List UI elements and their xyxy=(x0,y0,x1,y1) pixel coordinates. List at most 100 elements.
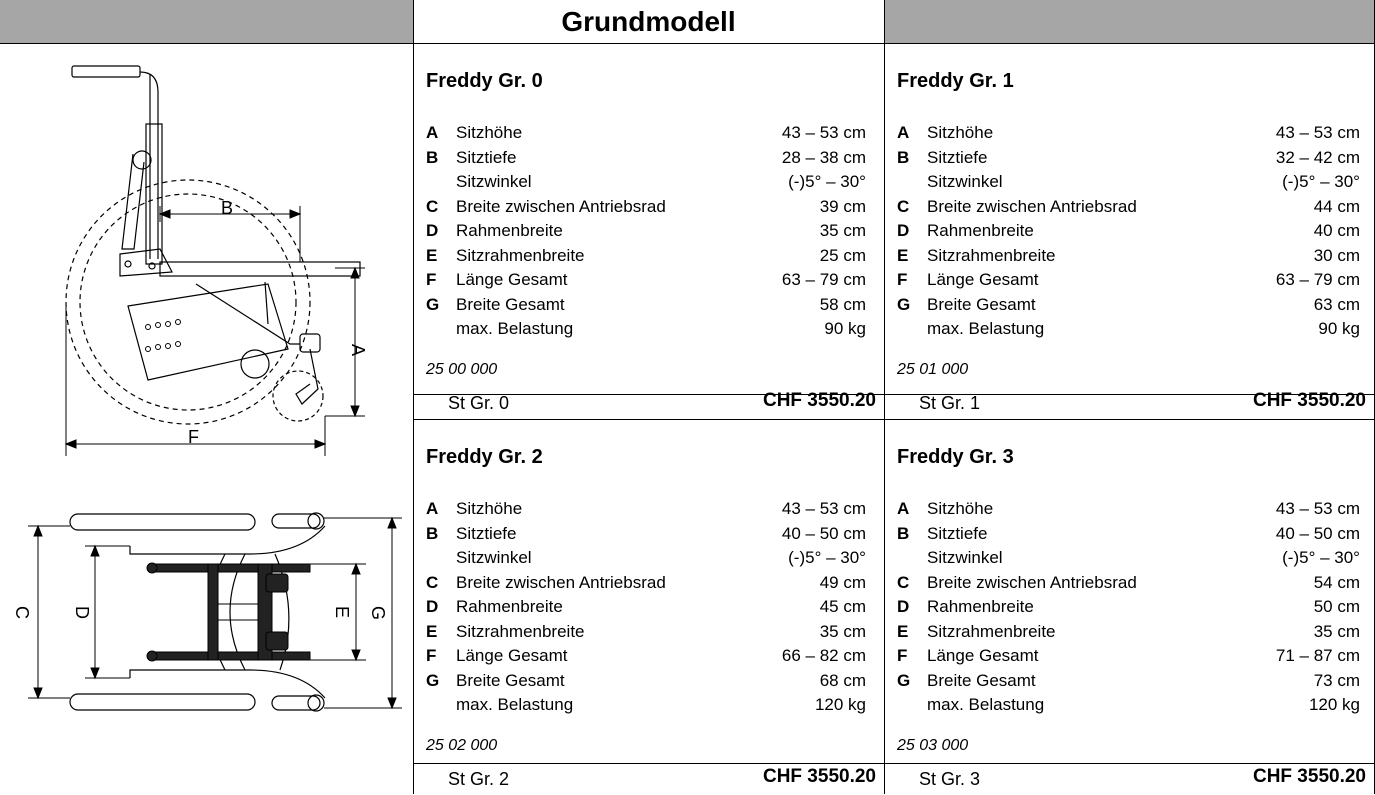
spec-label: Sitzrahmenbreite xyxy=(927,621,1056,641)
spec-letter: B xyxy=(426,523,439,543)
spec-letter: C xyxy=(897,572,910,592)
model-name: Freddy Gr. 0 xyxy=(426,70,543,92)
spec-label: Sitzwinkel xyxy=(456,548,532,567)
spec-row: Sitzwinkel(-)5° – 30° xyxy=(897,170,1360,195)
spec-label: Sitztiefe xyxy=(927,147,988,167)
spec-label: Breite Gesamt xyxy=(927,670,1036,690)
spec-value: 90 kg xyxy=(824,319,866,338)
spec-row: A Sitzhöhe 43 – 53 cm xyxy=(426,121,866,146)
model-code: St Gr. 1 xyxy=(919,393,981,413)
spec-value: 54 cm xyxy=(1313,572,1360,592)
spec-value: (-)5° – 30° xyxy=(788,548,866,567)
spec-letter: A xyxy=(897,123,910,142)
frame-plate xyxy=(127,283,289,381)
price-row: St Gr. 1 CHF 3550.20 xyxy=(885,387,1374,419)
spec-value: 73 cm xyxy=(1313,670,1360,690)
spec-letter: D xyxy=(426,221,439,240)
spec-label: Sitzwinkel xyxy=(927,548,1003,567)
drive-wheel-bottom xyxy=(69,693,256,711)
article-number: 25 01 000 xyxy=(897,361,969,378)
spec-letter: C xyxy=(426,196,439,216)
spec-label: Sitzrahmenbreite xyxy=(456,621,585,641)
price: CHF 3550.20 xyxy=(762,390,876,411)
spec-value: 28 – 38 cm xyxy=(781,147,866,167)
spec-label: Breite zwischen Antriebsrad xyxy=(456,572,666,592)
grid-line-row-1-price xyxy=(413,394,1375,395)
dim-label-f: F xyxy=(188,427,199,447)
dim-label-a: A xyxy=(348,344,368,356)
spec-letter: A xyxy=(426,123,439,142)
spec-label: Länge Gesamt xyxy=(927,270,1039,289)
spec-letter: G xyxy=(897,294,911,314)
spec-row: B Sitztiefe 32 – 42 cm xyxy=(897,146,1360,171)
model-code: St Gr. 2 xyxy=(448,769,510,789)
spec-label: Sitzwinkel xyxy=(456,172,532,191)
spec-letter: E xyxy=(897,245,909,265)
spec-label: Sitzhöhe xyxy=(456,499,523,518)
spec-letter: D xyxy=(426,597,439,616)
spec-value: 32 – 42 cm xyxy=(1275,147,1360,167)
model-name: Freddy Gr. 2 xyxy=(426,446,543,468)
header-gray-left xyxy=(0,0,413,43)
dim-label-g: G xyxy=(368,606,388,620)
spec-label: Länge Gesamt xyxy=(927,646,1039,665)
spec-value: 35 cm xyxy=(819,621,866,641)
drive-wheel xyxy=(65,179,311,425)
spec-letter: F xyxy=(897,646,908,665)
article-number: 25 00 000 xyxy=(426,361,498,378)
price: CHF 3550.20 xyxy=(1252,766,1366,787)
spec-row: C Breite zwischen Antriebsrad 54 cm xyxy=(897,571,1360,596)
spec-label: Rahmenbreite xyxy=(456,221,563,240)
spec-letter: E xyxy=(897,621,909,641)
spec-letter: B xyxy=(897,147,910,167)
spec-value: 90 kg xyxy=(1318,319,1360,338)
spec-letter: A xyxy=(426,499,439,518)
model-name: Freddy Gr. 1 xyxy=(897,70,1014,92)
spec-row: Sitzwinkel (-)5° – 30° xyxy=(426,546,866,571)
spec-value: 43 – 53 cm xyxy=(1275,499,1360,518)
frame-tube-top xyxy=(149,563,311,573)
wheelchair-top-view-drawing: C D E G xyxy=(12,512,402,712)
header-bottom-line xyxy=(0,43,1375,44)
spec-row: Sitzwinkel(-)5° – 30° xyxy=(897,546,1360,571)
header-gray-right xyxy=(884,0,1375,43)
model-name: Freddy Gr. 3 xyxy=(897,446,1014,468)
spec-label: Breite zwischen Antriebsrad xyxy=(927,196,1137,216)
spec-row: D Rahmenbreite 35 cm xyxy=(426,219,866,244)
spec-value: 40 – 50 cm xyxy=(781,523,866,543)
spec-label: Breite zwischen Antriebsrad xyxy=(927,572,1137,592)
spec-letter: F xyxy=(897,270,908,289)
spec-letter: F xyxy=(426,646,437,665)
price: CHF 3550.20 xyxy=(1252,390,1366,411)
spec-label: Sitzhöhe xyxy=(927,499,994,518)
spec-value: 35 cm xyxy=(819,221,866,240)
spec-label: Sitzhöhe xyxy=(456,123,523,142)
grid-line-left xyxy=(413,0,414,794)
price-row: St Gr. 0 CHF 3550.20 xyxy=(414,387,884,419)
spec-value: 40 cm xyxy=(1313,221,1360,240)
spec-row: Sitzwinkel(-)5° – 30° xyxy=(426,170,866,195)
grid-line-middle xyxy=(884,0,885,794)
price: CHF 3550.20 xyxy=(762,766,876,787)
header-band: Grundmodell xyxy=(0,0,1375,43)
spec-value: 43 – 53 cm xyxy=(781,123,866,142)
frame-tube-bottom xyxy=(149,651,311,661)
